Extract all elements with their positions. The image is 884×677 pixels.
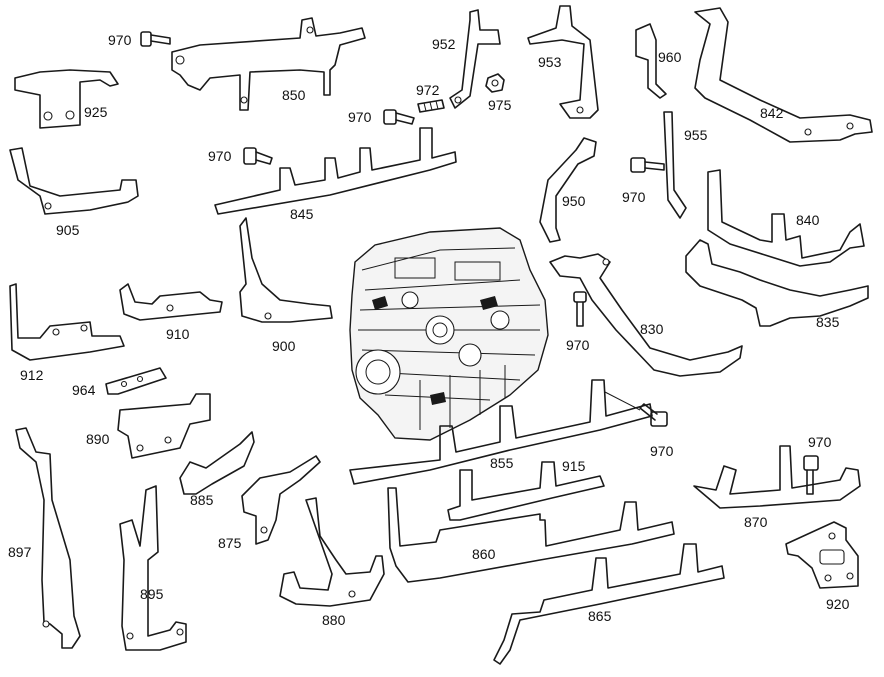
- label-875: 875: [218, 535, 242, 551]
- bracket-955: [663, 111, 687, 219]
- label-970-top-left: 970: [108, 32, 132, 48]
- label-925: 925: [84, 104, 108, 120]
- label-890: 890: [86, 431, 110, 447]
- label-850: 850: [282, 87, 306, 103]
- label-845: 845: [290, 206, 314, 222]
- bolt-970-upper-middle: [383, 109, 415, 125]
- bracket-830: [549, 253, 743, 377]
- label-860: 860: [472, 546, 496, 562]
- bracket-920: [785, 521, 859, 589]
- bracket-900: [239, 217, 333, 323]
- label-970-left-middle: 970: [208, 148, 232, 164]
- bracket-835: [685, 239, 869, 327]
- label-885: 885: [190, 492, 214, 508]
- bracket-953: [527, 5, 599, 119]
- stud-972: [417, 99, 445, 113]
- bracket-885: [179, 431, 255, 495]
- bolt-970-lower-right: [803, 455, 819, 495]
- bracket-910: [119, 283, 223, 321]
- rail-915: [447, 461, 605, 521]
- bracket-964: [105, 367, 167, 395]
- bolt-970-right-middle: [630, 157, 665, 173]
- bracket-952: [449, 9, 501, 109]
- label-972: 972: [416, 82, 440, 98]
- bracket-895: [119, 485, 187, 651]
- bracket-925: [14, 69, 119, 129]
- bracket-912: [9, 283, 125, 361]
- bracket-960: [635, 23, 667, 99]
- bracket-950: [539, 137, 597, 243]
- label-880: 880: [322, 612, 346, 628]
- label-830: 830: [640, 321, 664, 337]
- engine-assembly: [349, 227, 549, 441]
- label-970-upper-middle: 970: [348, 109, 372, 125]
- label-960: 960: [658, 49, 682, 65]
- label-835: 835: [816, 314, 840, 330]
- bracket-870: [693, 445, 861, 509]
- label-970-right-middle: 970: [622, 189, 646, 205]
- bolt-970-top-left: [140, 31, 171, 47]
- bracket-897: [15, 427, 81, 649]
- bracket-875: [241, 455, 321, 545]
- bracket-880: [279, 497, 385, 607]
- rail-855: [349, 379, 653, 485]
- label-895: 895: [140, 586, 164, 602]
- bolt-970-lower-center: [604, 391, 668, 427]
- label-953: 953: [538, 54, 562, 70]
- rail-860: [387, 487, 675, 583]
- rail-845: [214, 127, 457, 215]
- label-952: 952: [432, 36, 456, 52]
- label-955: 955: [684, 127, 708, 143]
- label-975: 975: [488, 97, 512, 113]
- label-897: 897: [8, 544, 32, 560]
- label-915: 915: [562, 458, 586, 474]
- bolt-970-left-middle: [243, 147, 273, 165]
- label-842: 842: [760, 105, 784, 121]
- label-920: 920: [826, 596, 850, 612]
- label-912: 912: [20, 367, 44, 383]
- label-870: 870: [744, 514, 768, 530]
- label-910: 910: [166, 326, 190, 342]
- bracket-842: [694, 7, 873, 143]
- label-964: 964: [72, 382, 96, 398]
- bracket-890: [117, 393, 211, 459]
- bracket-905: [9, 147, 139, 215]
- bolt-970-center-right: [573, 291, 587, 327]
- label-900: 900: [272, 338, 296, 354]
- rail-865: [493, 543, 725, 665]
- label-865: 865: [588, 608, 612, 624]
- label-855: 855: [490, 455, 514, 471]
- bracket-840: [707, 169, 865, 267]
- bracket-850: [171, 17, 366, 111]
- label-970-lower-center: 970: [650, 443, 674, 459]
- label-970-center-right: 970: [566, 337, 590, 353]
- label-970-lower-right: 970: [808, 434, 832, 450]
- label-905: 905: [56, 222, 80, 238]
- nut-975: [485, 73, 505, 93]
- label-950: 950: [562, 193, 586, 209]
- label-840: 840: [796, 212, 820, 228]
